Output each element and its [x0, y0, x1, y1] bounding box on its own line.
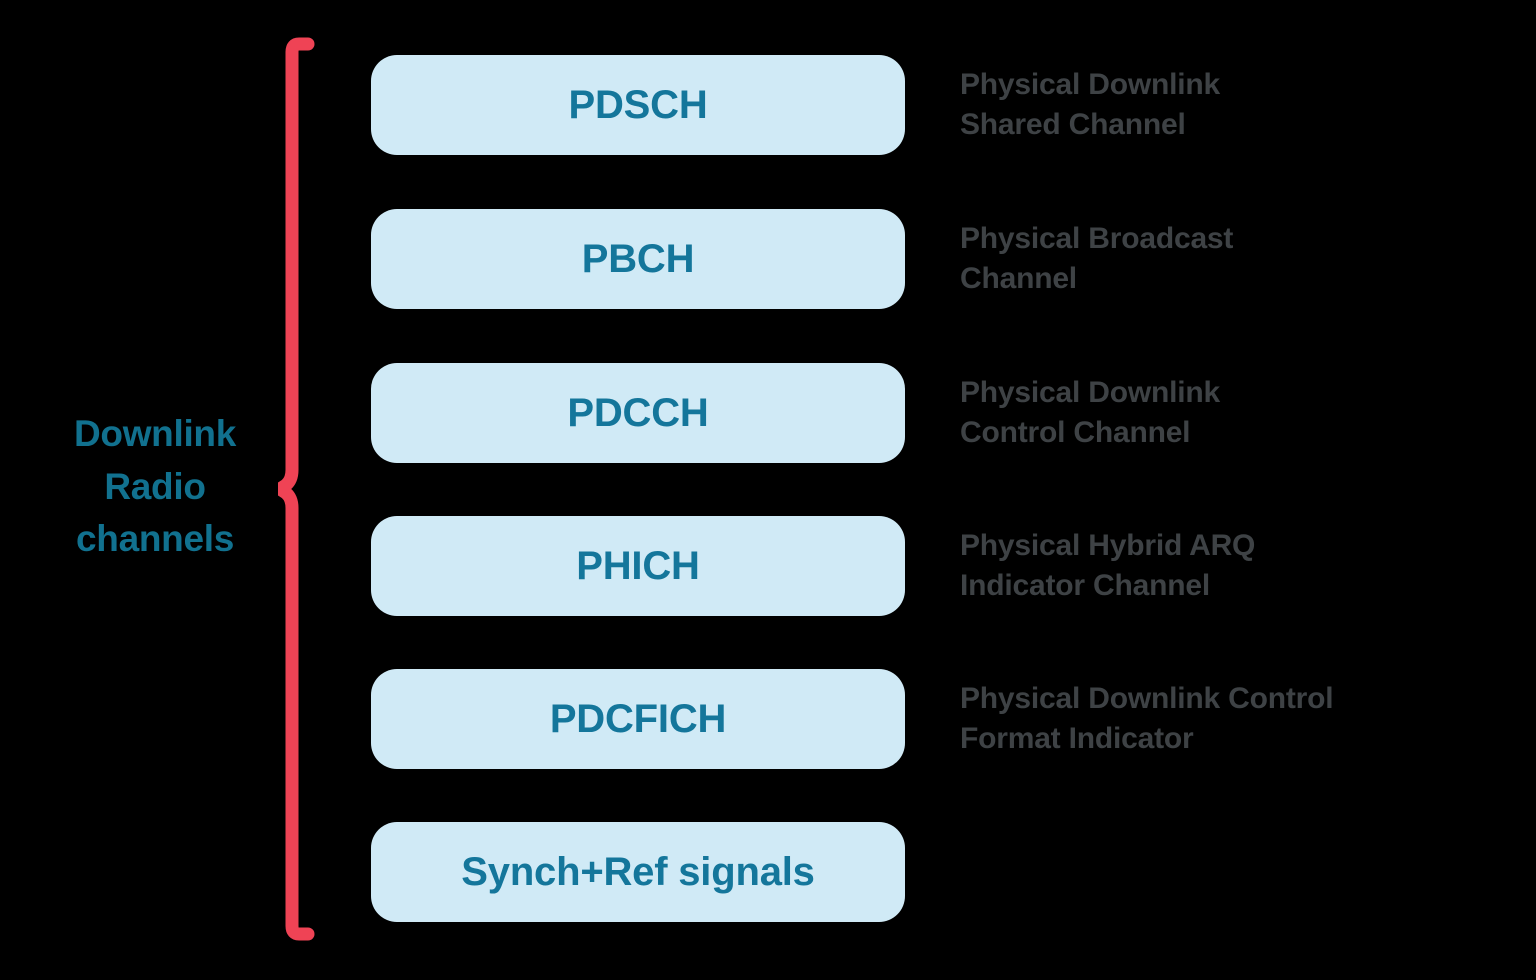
channel-chip-label: PDSCH	[568, 83, 708, 127]
description-line-1: Physical Downlink	[960, 376, 1221, 410]
description-line-1: Physical Hybrid ARQ	[960, 529, 1256, 563]
description-line-2: Format Indicator	[960, 722, 1194, 755]
description-line-2: Indicator Channel	[960, 569, 1210, 602]
description-line-2: Shared Channel	[960, 108, 1186, 141]
channel-description: Physical Hybrid ARQ Indicator Channel	[960, 526, 1480, 606]
channel-row: PDSCH Physical Downlink Shared Channel	[371, 55, 1491, 155]
description-line-1: Physical Broadcast	[960, 222, 1234, 256]
channel-chip-label: PDCCH	[567, 391, 709, 435]
description-line-1: Physical Downlink	[960, 68, 1221, 102]
brace-bracket-icon	[278, 30, 318, 950]
group-label-line-2: Radio	[104, 465, 206, 507]
channel-row: PBCH Physical Broadcast Channel	[371, 209, 1491, 309]
channel-chip-pdsch[interactable]: PDSCH	[371, 55, 905, 155]
channel-row: PHICH Physical Hybrid ARQ Indicator Chan…	[371, 516, 1491, 616]
channel-description: Physical Broadcast Channel	[960, 219, 1480, 299]
group-label: Downlink Radio channels	[40, 408, 270, 566]
channel-chip-pbch[interactable]: PBCH	[371, 209, 905, 309]
channel-chip-synch-ref-signals[interactable]: Synch+Ref signals	[371, 822, 905, 922]
channel-row: Synch+Ref signals	[371, 822, 1491, 922]
channel-chip-label: PHICH	[576, 544, 700, 588]
channel-row: PDCCH Physical Downlink Control Channel	[371, 363, 1491, 463]
group-label-line-3: channels	[76, 518, 234, 560]
channel-row: PDCFICH Physical Downlink Control Format…	[371, 669, 1491, 769]
channel-chip-pdcch[interactable]: PDCCH	[371, 363, 905, 463]
channel-chip-label: PBCH	[581, 237, 695, 281]
channel-description: Physical Downlink Control Format Indicat…	[960, 679, 1480, 759]
channel-description: Physical Downlink Shared Channel	[960, 65, 1480, 145]
channel-chip-phich[interactable]: PHICH	[371, 516, 905, 616]
description-line-2: Control Channel	[960, 416, 1191, 449]
description-line-2: Channel	[960, 262, 1077, 295]
channel-chip-label: PDCFICH	[549, 697, 727, 741]
group-label-line-1: Downlink	[73, 413, 237, 454]
channel-chip-label: Synch+Ref signals	[461, 850, 815, 894]
description-line-1: Physical Downlink Control	[960, 682, 1334, 716]
channel-chip-pdcfich[interactable]: PDCFICH	[371, 669, 905, 769]
channel-description: Physical Downlink Control Channel	[960, 373, 1480, 453]
